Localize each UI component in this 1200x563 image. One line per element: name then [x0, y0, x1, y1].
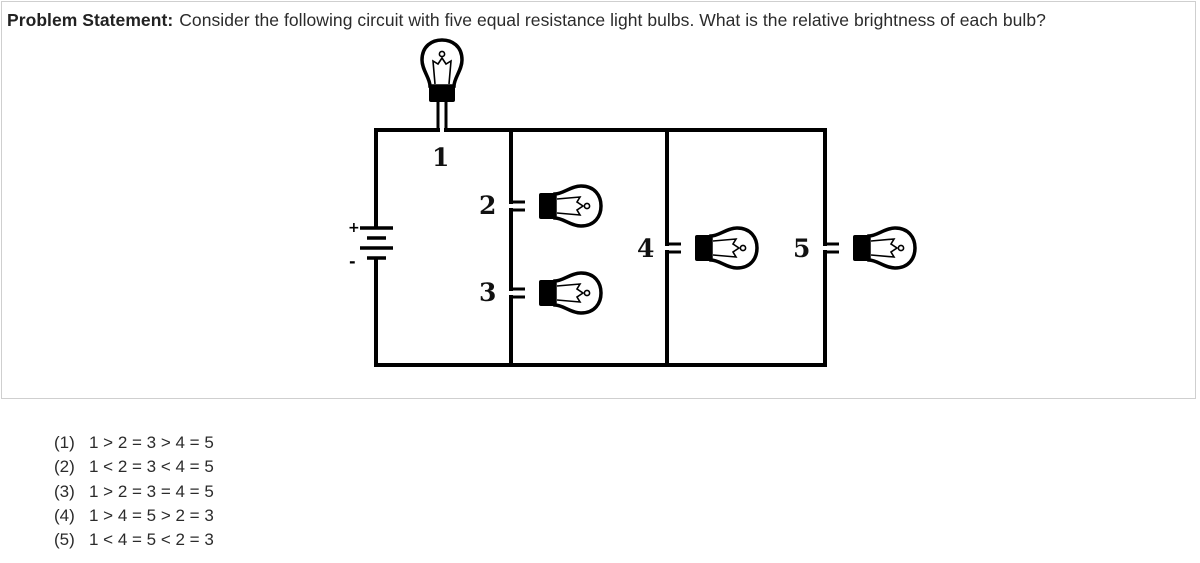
- problem-label: Problem Statement:: [7, 10, 174, 30]
- bulb-4: 4: [637, 226, 759, 270]
- problem-text: Consider the following circuit with five…: [179, 10, 1046, 30]
- answer-option[interactable]: (4) 1 > 4 = 5 > 2 = 3: [54, 504, 214, 528]
- battery-plus-sign: +: [348, 220, 360, 236]
- light-bulb-icon: [420, 38, 464, 130]
- option-text: 1 < 4 = 5 < 2 = 3: [89, 530, 214, 550]
- bulb-1-label: 1: [432, 143, 449, 172]
- light-bulb-icon: [825, 226, 917, 270]
- bulb-5: 5: [793, 226, 917, 270]
- bulb-4-label: 4: [637, 234, 654, 263]
- option-number: (5): [54, 530, 75, 550]
- light-bulb-icon: [511, 184, 603, 228]
- answer-options: (1) 1 > 2 = 3 > 4 = 5 (2) 1 < 2 = 3 < 4 = …: [54, 431, 214, 552]
- bulb-3: 3: [479, 271, 603, 315]
- wires: [374, 128, 827, 367]
- bulb-1: 1: [420, 38, 464, 172]
- answer-option[interactable]: (1) 1 > 2 = 3 > 4 = 5: [54, 431, 214, 455]
- option-number: (3): [54, 481, 75, 501]
- circuit-diagram: + - 1 2 3 4: [348, 38, 917, 367]
- bulb-2: 2: [479, 184, 603, 228]
- answer-option[interactable]: (2) 1 < 2 = 3 < 4 = 5: [54, 455, 214, 479]
- problem-statement: Problem Statement:Consider the following…: [7, 10, 1046, 31]
- light-bulb-icon: [667, 226, 759, 270]
- battery-minus-sign: -: [349, 252, 356, 271]
- light-bulb-icon: [511, 271, 603, 315]
- bulb-5-label: 5: [793, 234, 810, 263]
- answer-option[interactable]: (3) 1 > 2 = 3 = 4 = 5: [54, 480, 214, 504]
- option-text: 1 > 2 = 3 = 4 = 5: [89, 481, 214, 501]
- answer-option[interactable]: (5) 1 < 4 = 5 < 2 = 3: [54, 528, 214, 552]
- bulb-2-label: 2: [479, 191, 496, 220]
- bulb-3-label: 3: [479, 278, 496, 307]
- option-number: (1): [54, 433, 75, 452]
- option-number: (4): [54, 505, 75, 525]
- option-text: 1 > 2 = 3 > 4 = 5: [89, 433, 214, 452]
- option-text: 1 < 2 = 3 < 4 = 5: [89, 457, 214, 477]
- battery-icon: + -: [348, 220, 393, 271]
- option-text: 1 > 4 = 5 > 2 = 3: [89, 505, 214, 525]
- option-number: (2): [54, 457, 75, 477]
